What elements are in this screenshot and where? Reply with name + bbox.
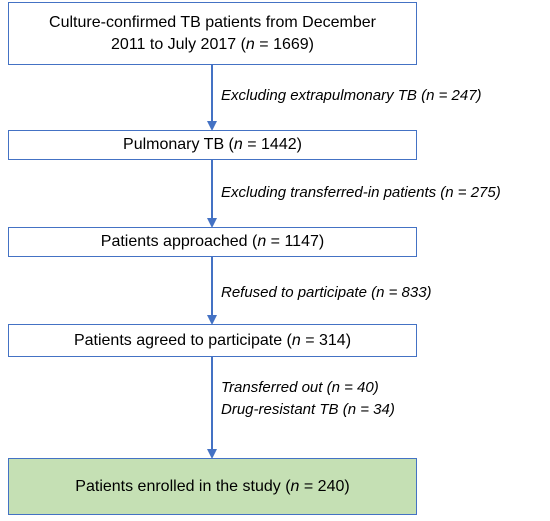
box-line: Patients approached (n = 1147): [100, 233, 325, 250]
box-line: Pulmonary TB (n = 1442): [123, 136, 302, 153]
box-patients-approached: Patients approached (n = 1147): [8, 227, 417, 257]
box-line: Patients agreed to participate (n = 314): [73, 331, 352, 349]
step-label-transferred-out: Transferred out (n = 40): [221, 379, 379, 396]
box-line: 2011 to July 2017 (n = 1669): [111, 35, 314, 53]
box-pulmonary-tb: Pulmonary TB (n = 1442): [8, 130, 417, 160]
step-label-refused: Refused to participate (n = 833): [221, 284, 432, 301]
box-line: Patients enrolled in the study (n = 240): [75, 477, 350, 495]
step-label-excluding-transferred-in: Excluding transferred-in patients (n = 2…: [221, 184, 501, 201]
step-label-drug-resistant: Drug-resistant TB (n = 34): [221, 401, 395, 418]
box-patients-agreed: Patients agreed to participate (n = 314): [8, 324, 417, 357]
box-line: Culture-confirmed TB patients from Decem…: [49, 13, 376, 31]
box-patients-enrolled: Patients enrolled in the study (n = 240): [8, 458, 417, 515]
box-culture-confirmed: Culture-confirmed TB patients from Decem…: [8, 2, 417, 65]
step-label-excluding-extrapulmonary: Excluding extrapulmonary TB (n = 247): [221, 87, 482, 104]
